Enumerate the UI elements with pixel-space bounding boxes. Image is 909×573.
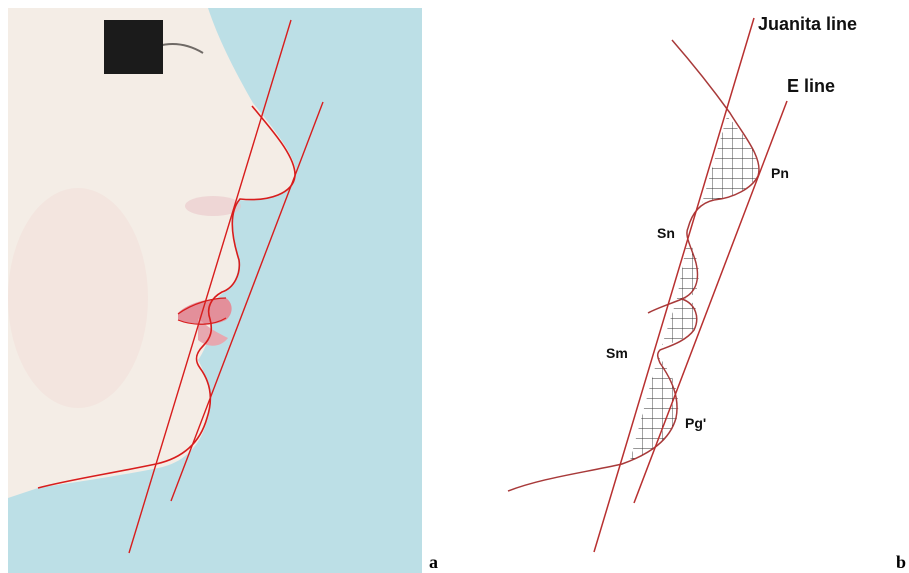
- juanita-line-label: Juanita line: [758, 14, 857, 34]
- landmark-sm-label: Sm: [606, 345, 628, 361]
- schematic-figure: Juanita line E line Pn Sn Sm Pg': [472, 8, 909, 573]
- panel-letter-b: b: [896, 552, 906, 573]
- cheek-shading: [8, 188, 148, 408]
- profile-photo-figure: [8, 8, 422, 573]
- landmark-sn-label: Sn: [657, 225, 675, 241]
- landmark-pn-label: Pn: [771, 165, 789, 181]
- landmark-pg-label: Pg': [685, 415, 706, 431]
- panel-letter-a: a: [429, 552, 438, 573]
- e-line-label: E line: [787, 76, 835, 96]
- panel-b-schematic: Juanita line E line Pn Sn Sm Pg': [472, 8, 909, 573]
- panel-a-profile-photo: [8, 8, 422, 573]
- censor-box: [104, 20, 163, 74]
